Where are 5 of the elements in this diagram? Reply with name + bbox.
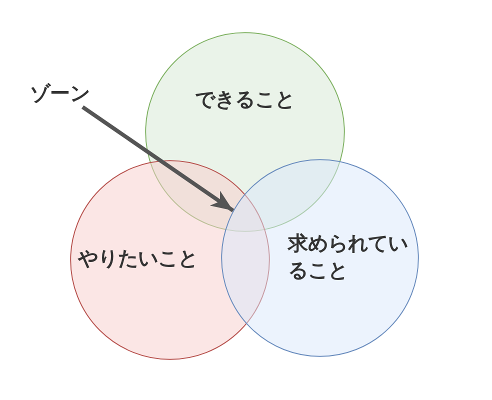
- leader-arrow: [81, 105, 234, 212]
- circle-label: やりたいこと: [78, 245, 199, 272]
- circle-label: できること: [194, 86, 296, 113]
- zone-label: ゾーン: [30, 80, 90, 107]
- circle-label: 求められていること: [288, 230, 409, 284]
